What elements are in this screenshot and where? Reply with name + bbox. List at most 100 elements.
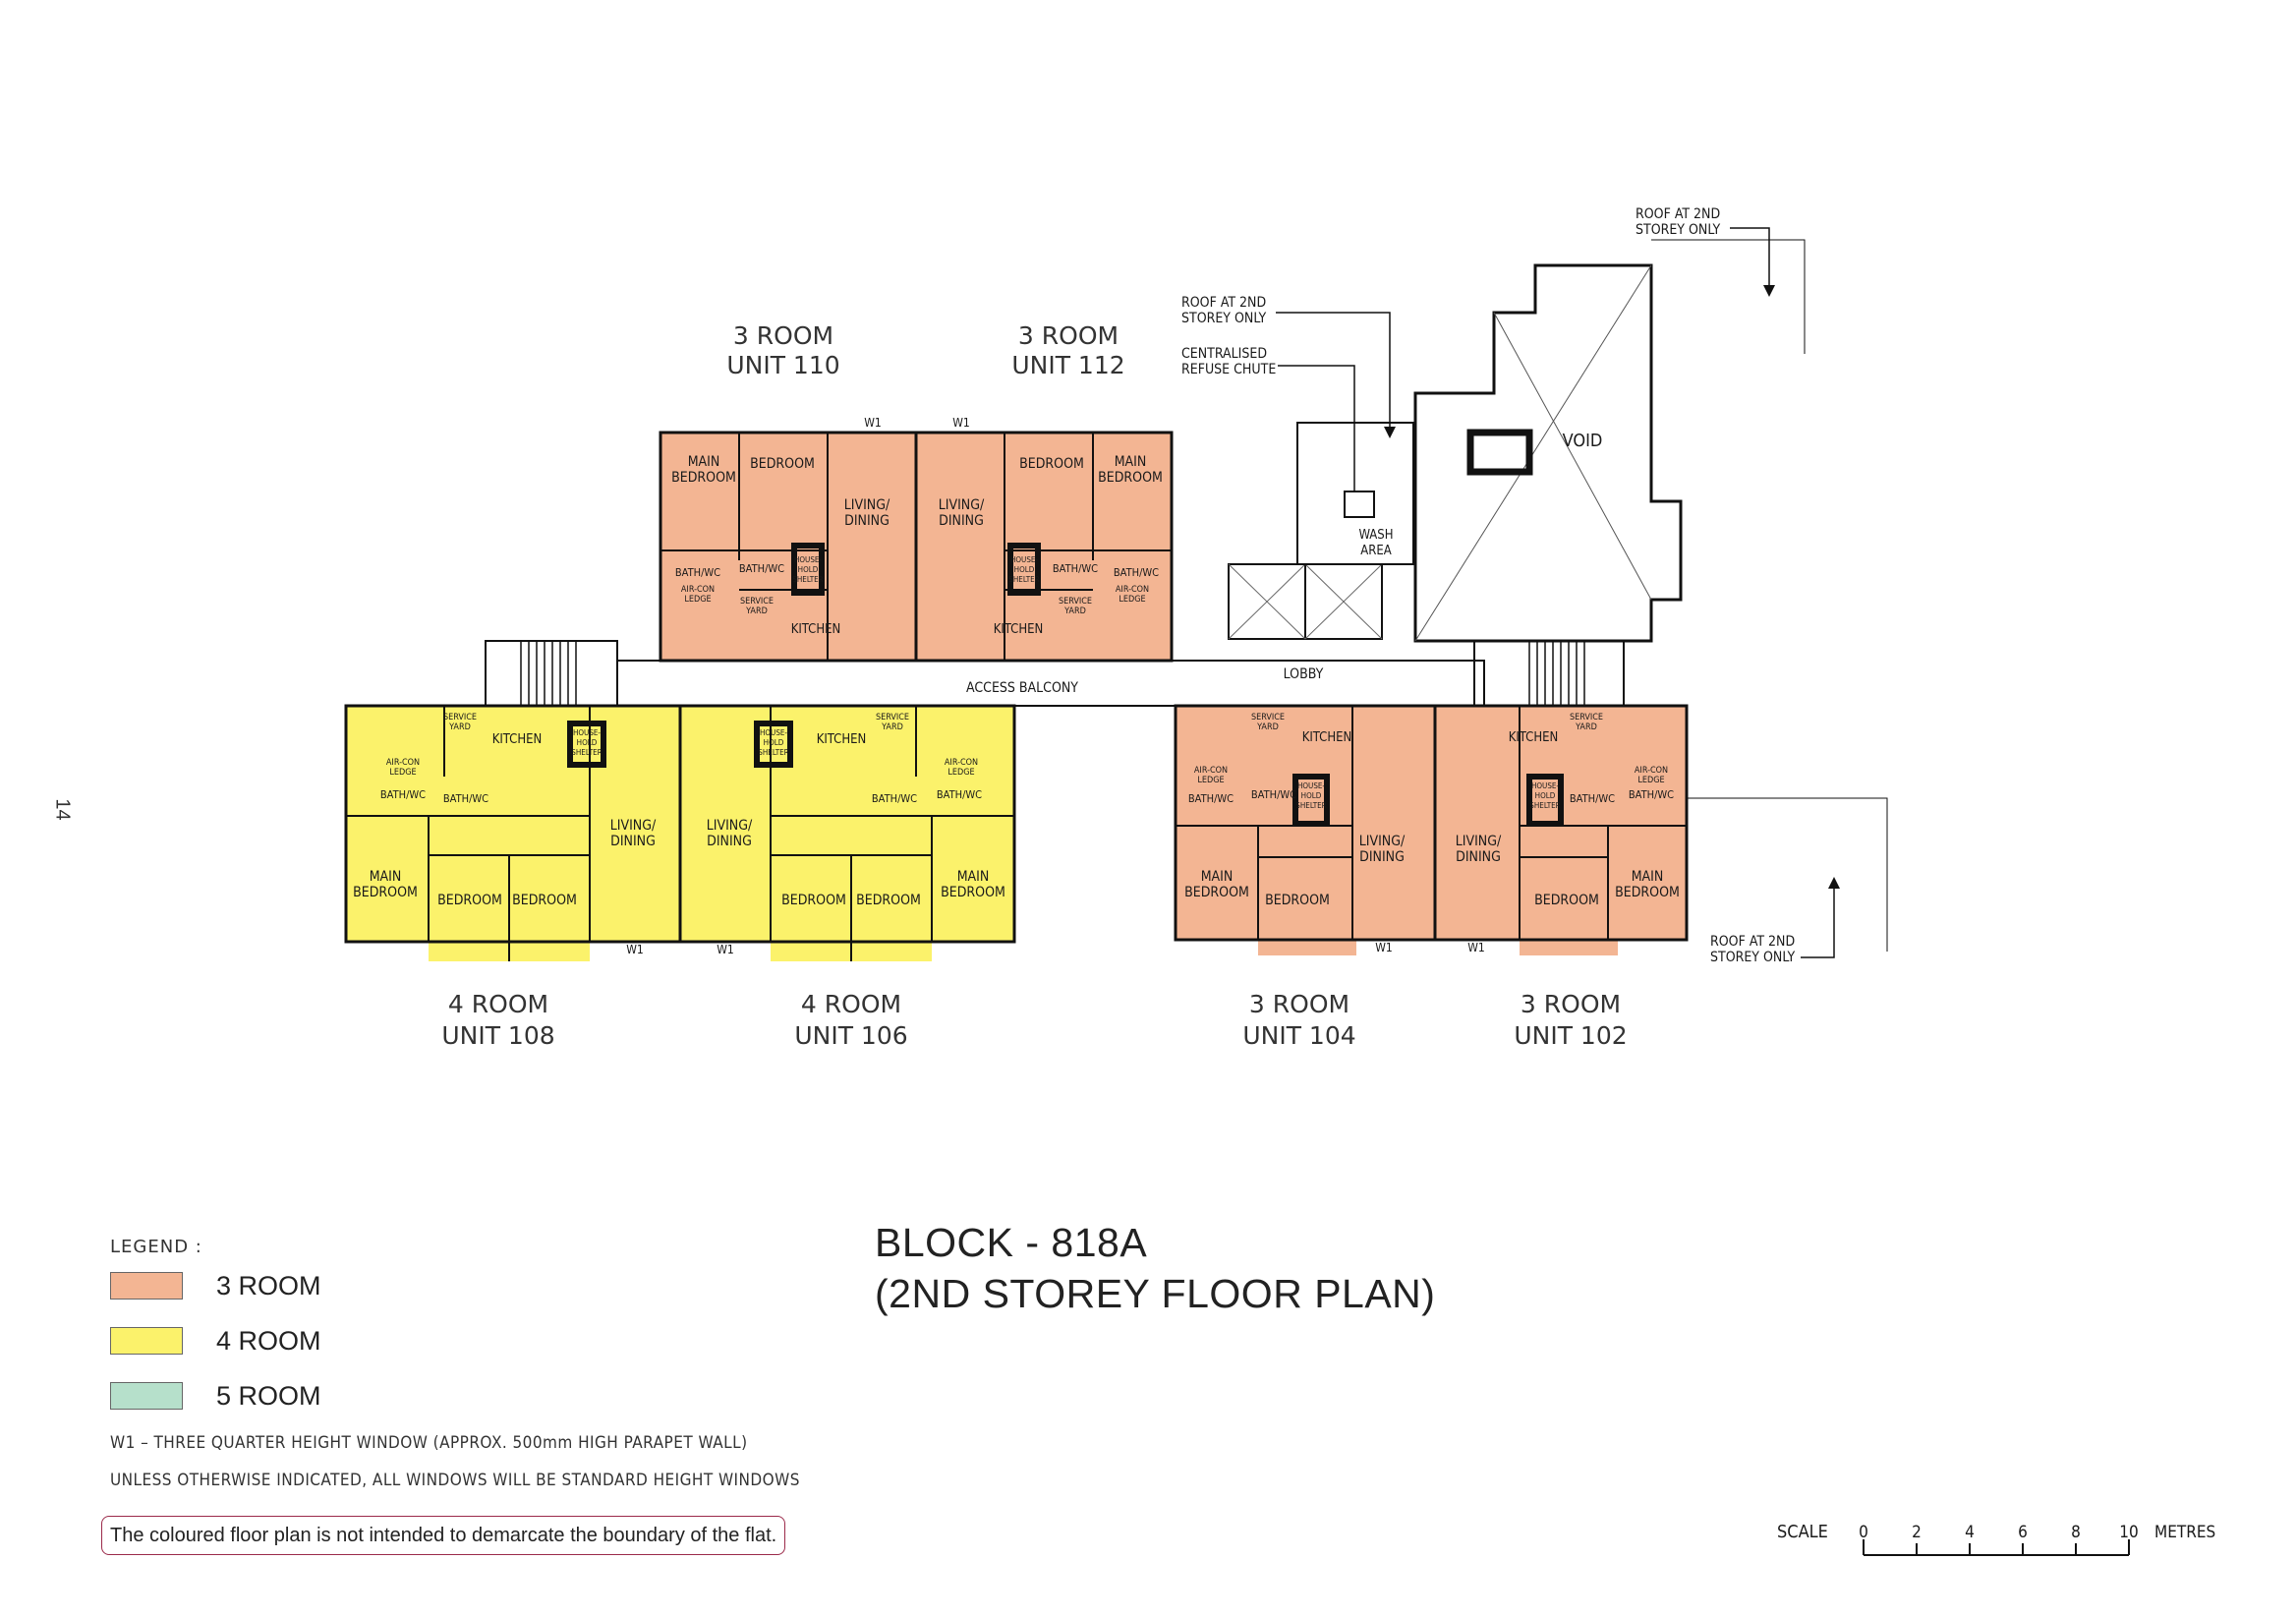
unit-110-bedroom-label: BEDROOM [750, 456, 815, 472]
svg-text:BEDROOM: BEDROOM [353, 885, 418, 900]
svg-text:BEDROOM: BEDROOM [941, 885, 1005, 900]
legend-item-5-room: 5 ROOM [110, 1380, 321, 1412]
svg-text:BATH/WC: BATH/WC [872, 792, 917, 805]
svg-text:SHELTER: SHELTER [792, 575, 823, 584]
unit-110-bath-label: BATH/WC [675, 566, 720, 579]
legend-item-4-room: 4 ROOM [110, 1325, 321, 1357]
svg-text:YARD: YARD [1063, 607, 1086, 616]
scale-tick-6: 6 [2018, 1523, 2028, 1542]
unit-104-number: UNIT 104 [1242, 1021, 1355, 1050]
unit-104-type: 3 ROOM [1249, 990, 1349, 1018]
svg-text:W1: W1 [717, 943, 734, 956]
svg-text:BATH/WC: BATH/WC [937, 788, 982, 801]
svg-text:STOREY ONLY: STOREY ONLY [1181, 311, 1266, 326]
svg-text:MAIN: MAIN [957, 869, 990, 885]
svg-text:AREA: AREA [1360, 544, 1392, 558]
unit-110-number: UNIT 110 [726, 351, 839, 379]
unit-102-plan: MAIN BEDROOM BEDROOM LIVING/ DINING KITC… [1433, 704, 1689, 955]
access-balcony: ACCESS BALCONY LOBBY [616, 660, 1485, 707]
svg-text:MAIN: MAIN [1201, 869, 1234, 885]
svg-text:W1: W1 [952, 416, 970, 430]
svg-text:BEDROOM: BEDROOM [781, 893, 846, 908]
svg-text:KITCHEN: KITCHEN [1302, 730, 1352, 745]
svg-text:HOUSE-: HOUSE- [1531, 781, 1559, 790]
svg-text:BATH/WC: BATH/WC [739, 562, 784, 575]
svg-text:ROOF AT 2ND: ROOF AT 2ND [1181, 295, 1266, 311]
left-staircase [485, 640, 618, 707]
svg-text:HOUSE-: HOUSE- [794, 555, 822, 564]
unit-112-number: UNIT 112 [1011, 351, 1124, 379]
svg-text:LIVING/: LIVING/ [1456, 834, 1502, 849]
svg-text:BATH/WC: BATH/WC [1570, 792, 1615, 805]
disclaimer-box: The coloured floor plan is not intended … [101, 1516, 786, 1555]
svg-text:BEDROOM: BEDROOM [671, 470, 736, 486]
svg-text:KITCHEN: KITCHEN [492, 732, 543, 747]
right-staircase [1473, 640, 1625, 707]
svg-text:SHELTER: SHELTER [1295, 801, 1326, 810]
void-area: VOID [1413, 263, 1683, 643]
svg-text:HOLD: HOLD [1301, 791, 1322, 800]
legend-item-3-room: 3 ROOM [110, 1270, 321, 1301]
svg-text:BEDROOM: BEDROOM [512, 893, 577, 908]
access-balcony-label: ACCESS BALCONY [966, 680, 1078, 696]
svg-text:YARD: YARD [1256, 722, 1279, 732]
svg-text:LEDGE: LEDGE [684, 595, 711, 605]
svg-text:DINING: DINING [1456, 849, 1501, 865]
legend-swatch-3-room [110, 1272, 183, 1300]
svg-text:ROOF AT 2ND: ROOF AT 2ND [1636, 206, 1720, 222]
annotation-roof-top: ROOF AT 2ND STOREY ONLY [1636, 206, 1806, 354]
unit-110-aircon-label: AIR-CON [681, 585, 715, 595]
svg-text:SERVICE: SERVICE [1251, 713, 1285, 722]
svg-text:SHELTER: SHELTER [1008, 575, 1039, 584]
svg-text:BEDROOM: BEDROOM [856, 893, 921, 908]
scale-tick-10: 10 [2119, 1523, 2138, 1542]
svg-text:BATH/WC: BATH/WC [1188, 792, 1234, 805]
unit-captions: 3 ROOM UNIT 110 3 ROOM UNIT 112 4 ROOM U… [441, 321, 1627, 1050]
scale-bar: SCALE 0 2 4 6 8 10 METRES [1777, 1522, 2215, 1556]
note-windows: UNLESS OTHERWISE INDICATED, ALL WINDOWS … [110, 1471, 800, 1490]
svg-text:LEDGE: LEDGE [1637, 776, 1664, 785]
svg-text:YARD: YARD [745, 607, 768, 616]
scale-tick-2: 2 [1912, 1523, 1922, 1542]
unit-110-kitchen-label: KITCHEN [791, 622, 841, 637]
unit-102-type: 3 ROOM [1521, 990, 1621, 1018]
svg-text:BEDROOM: BEDROOM [437, 893, 502, 908]
svg-text:DINING: DINING [707, 834, 752, 849]
svg-text:DINING: DINING [844, 513, 890, 529]
svg-text:SERVICE: SERVICE [1059, 597, 1092, 607]
svg-text:AIR-CON: AIR-CON [1194, 766, 1228, 776]
note-w1: W1 – THREE QUARTER HEIGHT WINDOW (APPROX… [110, 1433, 748, 1453]
scale-tick-8: 8 [2071, 1523, 2081, 1542]
svg-text:HOUSE-: HOUSE- [573, 728, 601, 737]
svg-text:W1: W1 [1467, 941, 1485, 954]
svg-text:AIR-CON: AIR-CON [386, 758, 420, 768]
svg-text:SERVICE: SERVICE [443, 713, 477, 722]
scale-tick-0: 0 [1859, 1523, 1868, 1542]
svg-text:STOREY ONLY: STOREY ONLY [1710, 950, 1795, 965]
svg-text:KITCHEN: KITCHEN [817, 732, 867, 747]
svg-text:MAIN: MAIN [370, 869, 402, 885]
unit-106-number: UNIT 106 [794, 1021, 907, 1050]
svg-text:HOLD: HOLD [1014, 565, 1035, 574]
svg-text:HOLD: HOLD [1535, 791, 1556, 800]
svg-text:LEDGE: LEDGE [1197, 776, 1224, 785]
svg-text:SHELTER: SHELTER [1529, 801, 1560, 810]
svg-text:SHELTER: SHELTER [758, 748, 788, 757]
svg-text:BATH/WC: BATH/WC [1251, 788, 1296, 801]
svg-text:LIVING/: LIVING/ [610, 818, 657, 834]
svg-text:DINING: DINING [1359, 849, 1405, 865]
svg-text:LIVING/: LIVING/ [707, 818, 753, 834]
svg-text:HOUSE-: HOUSE- [760, 728, 787, 737]
title-block: BLOCK - 818A [875, 1220, 1148, 1265]
scale-tick-4: 4 [1965, 1523, 1975, 1542]
svg-text:HOLD: HOLD [798, 565, 819, 574]
svg-text:HOLD: HOLD [764, 738, 784, 747]
unit-110-plan: MAIN BEDROOM BEDROOM LIVING/ DINING KITC… [659, 416, 918, 663]
unit-112-type: 3 ROOM [1018, 321, 1119, 350]
svg-text:HOLD: HOLD [577, 738, 598, 747]
svg-text:CENTRALISED: CENTRALISED [1181, 346, 1267, 362]
unit-110-type: 3 ROOM [733, 321, 833, 350]
svg-text:BEDROOM: BEDROOM [1615, 885, 1680, 900]
svg-text:YARD: YARD [448, 722, 471, 732]
